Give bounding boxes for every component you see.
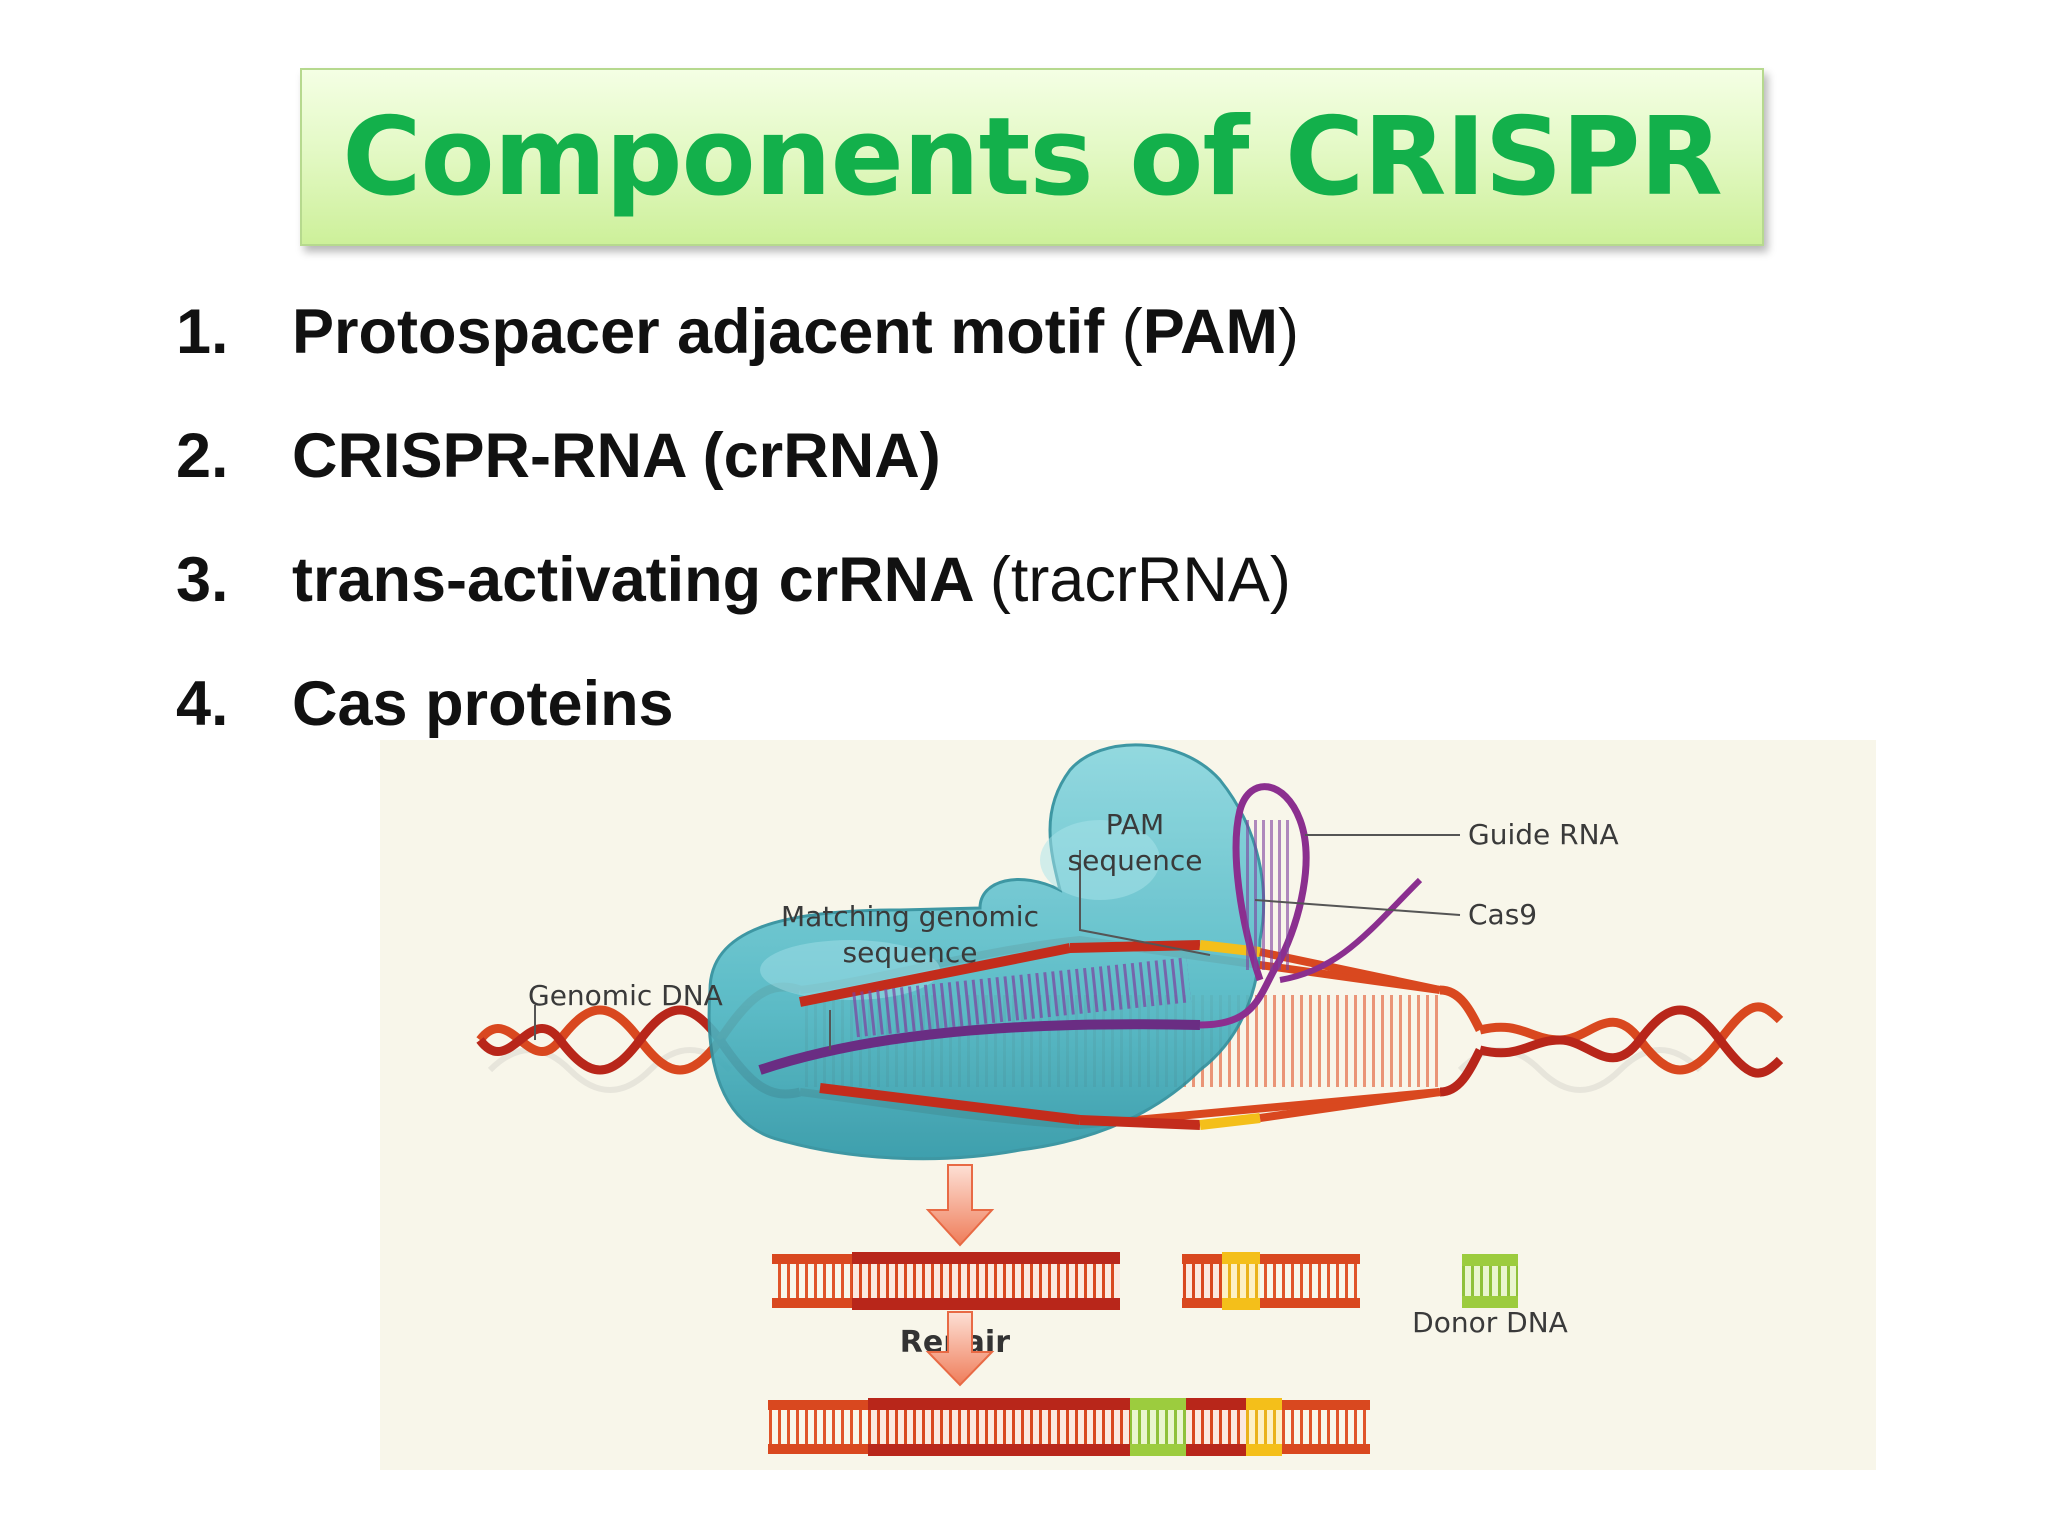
list-item: 3. trans-activating crRNA (tracrRNA) [176, 518, 1299, 642]
list-item: 1. Protospacer adjacent motif (PAM) [176, 270, 1299, 394]
label-pam-line1: PAM [1106, 808, 1164, 841]
list-item: 4. Cas proteins [176, 642, 1299, 766]
donor-dna [1462, 1254, 1518, 1308]
repair-arrow [925, 1311, 995, 1387]
repaired-dna [768, 1398, 1370, 1456]
slide-title: Components of CRISPR [342, 94, 1723, 220]
target-dna-strands [799, 940, 1441, 1130]
list-text: CRISPR-RNA (crRNA) [292, 421, 941, 491]
callout-lines [534, 834, 1461, 1050]
label-pam-line2: sequence [1068, 844, 1203, 877]
list-text: trans-activating crRNA (tracrRNA) [292, 545, 1291, 615]
list-number: 4. [176, 669, 229, 739]
list-item: 2. CRISPR-RNA (crRNA) [176, 394, 1299, 518]
crispr-cas9-illustration: PAM sequence Guide RNA Cas9 Matching gen… [476, 743, 1784, 1456]
list-number: 2. [176, 421, 229, 491]
cas9-protein [707, 743, 1266, 1161]
right-dna-helix [1439, 985, 1784, 1097]
list-text: Protospacer adjacent motif (PAM) [292, 297, 1300, 367]
diagram-labels: PAM sequence Guide RNA Cas9 Matching gen… [528, 808, 1619, 1360]
components-list: 1. Protospacer adjacent motif (PAM) 2. CRI… [176, 270, 1299, 766]
label-matching-line2: sequence [843, 936, 978, 969]
label-guide-rna: Guide RNA [1468, 818, 1619, 851]
title-banner: Components of CRISPR [300, 68, 1764, 246]
label-donor-dna: Donor DNA [1412, 1306, 1568, 1339]
label-matching-line1: Matching genomic [781, 900, 1039, 933]
list-text: Cas proteins [292, 669, 674, 739]
label-genomic-dna: Genomic DNA [528, 979, 723, 1012]
cut-arrow [925, 1164, 995, 1247]
guide-rna [758, 783, 1423, 1075]
label-cas9: Cas9 [1468, 898, 1537, 931]
list-number: 1. [176, 297, 229, 367]
crispr-cas9-diagram: PAM sequence Guide RNA Cas9 Matching gen… [380, 740, 1876, 1470]
list-number: 3. [176, 545, 229, 615]
cut-dna [772, 1252, 1360, 1310]
